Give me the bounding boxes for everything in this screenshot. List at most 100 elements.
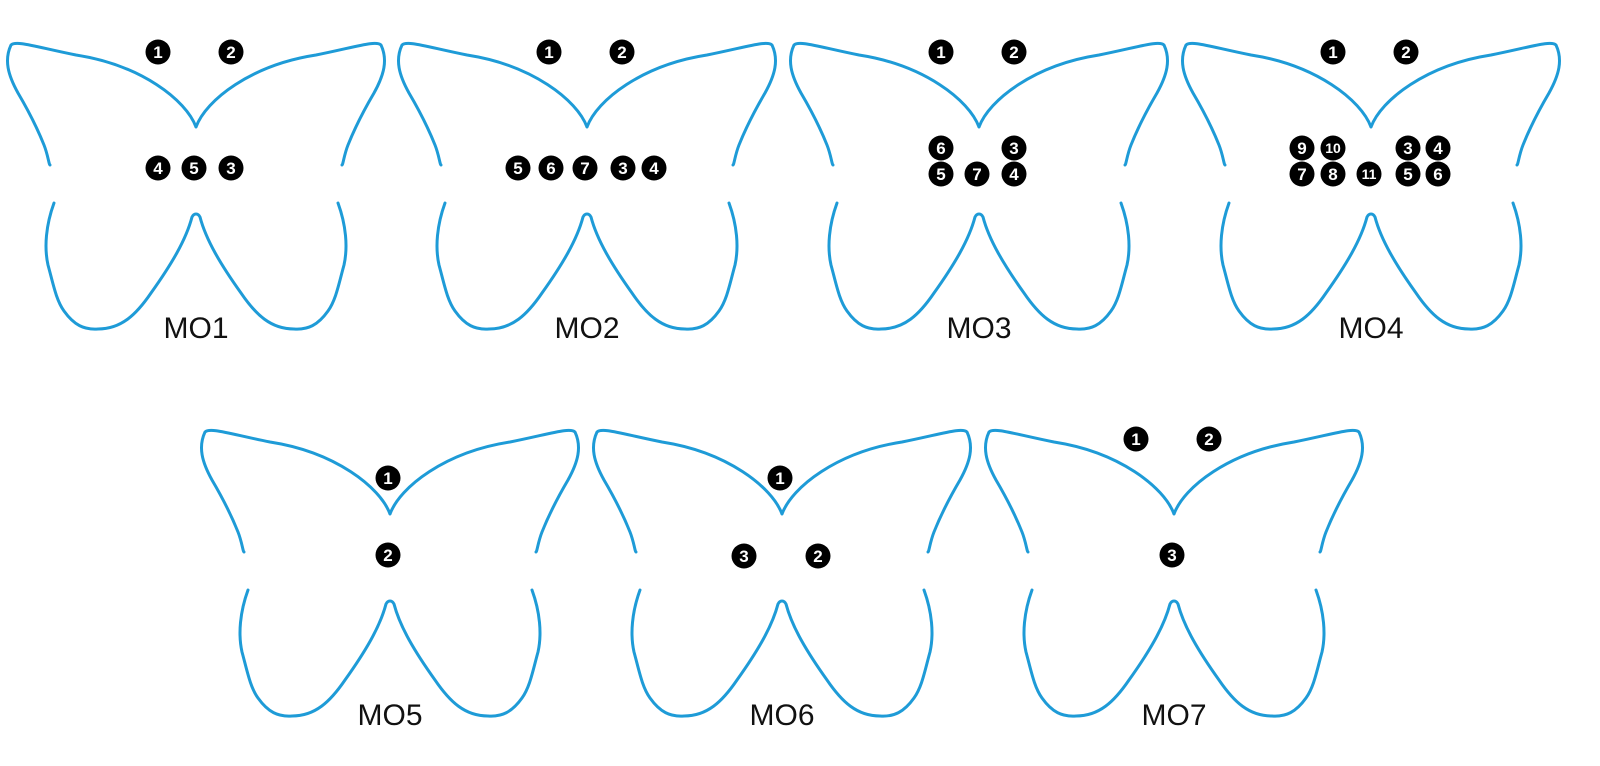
numbered-marker <box>1289 161 1315 187</box>
numbered-marker <box>767 465 793 491</box>
numbered-marker <box>610 155 636 181</box>
butterfly-outline <box>5 41 387 331</box>
numbered-marker <box>505 155 531 181</box>
marker-group: 1 2 3 4 5 <box>145 39 244 181</box>
marker-number: 1 <box>936 43 945 62</box>
marker-group: 1 2 3 4 5 6 7 8 9 10 11 <box>1289 39 1451 187</box>
numbered-marker <box>181 155 207 181</box>
marker-number: 8 <box>1328 165 1337 184</box>
numbered-marker <box>805 543 831 569</box>
numbered-marker <box>1320 39 1346 65</box>
marker-number: 1 <box>544 43 553 62</box>
butterfly-diagram-mo5: 12 MO5 <box>199 428 581 732</box>
numbered-marker <box>375 542 401 568</box>
marker-group: 1 2 3 <box>1123 426 1222 568</box>
diagram-caption: MO7 <box>1141 699 1206 732</box>
diagram-caption: MO6 <box>749 699 814 732</box>
numbered-marker <box>218 39 244 65</box>
marker-number: 1 <box>1328 43 1337 62</box>
butterfly-diagram-mo4: 1 2 3 4 5 6 7 8 9 10 11 MO4 <box>1180 39 1562 345</box>
marker-number: 4 <box>1009 165 1019 184</box>
marker-number: 5 <box>936 165 945 184</box>
marker-number: 5 <box>189 159 198 178</box>
marker-number: 2 <box>617 43 626 62</box>
diagram-caption: MO4 <box>1338 312 1403 345</box>
butterfly-diagram-mo7: 1 2 3 MO7 <box>983 426 1365 732</box>
numbered-marker <box>1320 135 1346 161</box>
numbered-marker <box>609 39 635 65</box>
marker-number: 4 <box>649 159 659 178</box>
marker-number: 1 <box>153 43 162 62</box>
marker-number: 1 <box>1131 430 1140 449</box>
marker-group: 1 2 3 <box>731 465 831 569</box>
marker-group: 1 2 3 4 5 6 7 <box>505 39 667 181</box>
numbered-marker <box>145 155 171 181</box>
marker-number: 1 <box>383 469 392 488</box>
numbered-marker <box>1425 135 1451 161</box>
marker-number: 5 <box>513 159 522 178</box>
marker-number: 2 <box>226 43 235 62</box>
numbered-marker <box>1356 161 1382 187</box>
marker-number: 2 <box>1009 43 1018 62</box>
numbered-marker <box>1289 135 1315 161</box>
numbered-marker <box>1393 39 1419 65</box>
numbered-marker <box>1196 426 1222 452</box>
marker-number: 10 <box>1325 140 1341 156</box>
numbered-marker <box>964 161 990 187</box>
marker-number: 7 <box>580 159 589 178</box>
butterfly-outline <box>983 428 1365 718</box>
numbered-marker <box>928 135 954 161</box>
numbered-marker <box>218 155 244 181</box>
marker-group: 12 <box>375 465 401 568</box>
butterfly-diagram-mo6: 1 2 3 MO6 <box>591 428 973 732</box>
numbered-marker <box>1001 39 1027 65</box>
numbered-marker <box>928 39 954 65</box>
butterfly-diagram-mo2: 1 2 3 4 5 6 7 MO2 <box>396 39 778 345</box>
numbered-marker <box>1001 161 1027 187</box>
marker-number: 2 <box>383 546 392 565</box>
numbered-marker <box>1395 161 1421 187</box>
marker-number: 5 <box>1403 165 1412 184</box>
diagram-caption: MO3 <box>946 312 1011 345</box>
numbered-marker <box>928 161 954 187</box>
diagram-caption: MO5 <box>357 699 422 732</box>
marker-number: 4 <box>153 159 163 178</box>
numbered-marker <box>536 39 562 65</box>
marker-number: 7 <box>972 165 981 184</box>
marker-number: 2 <box>813 547 822 566</box>
marker-number: 1 <box>775 469 784 488</box>
marker-number: 6 <box>546 159 555 178</box>
butterfly-diagram-mo3: 1 2 3 4 5 6 7 MO3 <box>788 39 1170 345</box>
marker-number: 3 <box>1167 546 1176 565</box>
marker-number: 3 <box>1403 139 1412 158</box>
diagram-caption: MO1 <box>163 312 228 345</box>
diagram-caption: MO2 <box>554 312 619 345</box>
marker-number: 3 <box>1009 139 1018 158</box>
numbered-marker <box>1159 542 1185 568</box>
numbered-marker <box>1001 135 1027 161</box>
numbered-marker <box>1320 161 1346 187</box>
numbered-marker <box>731 543 757 569</box>
numbered-marker <box>375 465 401 491</box>
numbered-marker <box>145 39 171 65</box>
butterfly-diagram-mo1: 1 2 3 4 5 MO1 <box>5 39 387 345</box>
marker-number: 6 <box>936 139 945 158</box>
marker-group: 1 2 3 4 5 6 7 <box>928 39 1027 187</box>
numbered-marker <box>572 155 598 181</box>
marker-number: 2 <box>1204 430 1213 449</box>
marker-number: 3 <box>618 159 627 178</box>
marker-number: 3 <box>226 159 235 178</box>
marker-number: 9 <box>1297 139 1306 158</box>
numbered-marker <box>538 155 564 181</box>
marker-number: 6 <box>1433 165 1442 184</box>
marker-number: 7 <box>1297 165 1306 184</box>
marker-number: 4 <box>1433 139 1443 158</box>
marker-number: 2 <box>1401 43 1410 62</box>
numbered-marker <box>1123 426 1149 452</box>
butterfly-outline <box>396 41 778 331</box>
marker-number: 11 <box>1362 166 1377 182</box>
numbered-marker <box>1395 135 1421 161</box>
marker-number: 3 <box>739 547 748 566</box>
numbered-marker <box>641 155 667 181</box>
